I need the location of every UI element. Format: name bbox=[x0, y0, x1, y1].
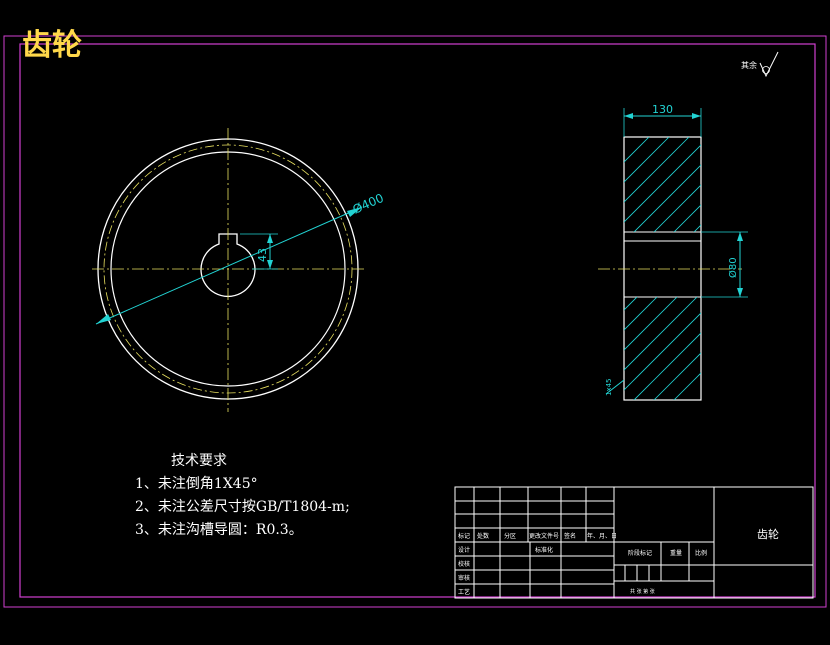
roughness-label: 其余 bbox=[741, 60, 757, 70]
tech-heading: 技术要求 bbox=[171, 453, 227, 469]
dim-arrow bbox=[624, 113, 633, 119]
hatch-top bbox=[624, 137, 701, 232]
dim-arrow bbox=[267, 260, 273, 269]
chamfer-leader bbox=[605, 379, 625, 395]
tb-process: 工艺 bbox=[458, 588, 470, 596]
dim-arrow bbox=[96, 314, 111, 324]
side-view bbox=[598, 108, 748, 401]
width-dim-label: 130 bbox=[652, 103, 673, 116]
tb-check: 校核 bbox=[458, 560, 470, 568]
dim-arrow bbox=[267, 234, 273, 243]
tb-scale: 比例 bbox=[695, 549, 707, 557]
tb-review: 审核 bbox=[458, 574, 470, 582]
key-dim-label: 43 bbox=[256, 248, 269, 262]
front-view bbox=[92, 128, 367, 412]
tech-item: 3、未注沟槽导圆：R0.3。 bbox=[135, 522, 303, 538]
diameter-dimension-line bbox=[95, 206, 363, 325]
tb-label: 分区 bbox=[504, 532, 516, 540]
tb-sheets: 共 张 第 张 bbox=[630, 588, 655, 595]
outer-frame bbox=[3, 35, 827, 608]
roughness-circle-icon bbox=[762, 66, 770, 74]
tb-weight: 重量 bbox=[670, 549, 682, 557]
tb-design: 设计 bbox=[458, 546, 470, 554]
tb-label: 更改文件号 bbox=[529, 532, 559, 540]
tb-label: 签名 bbox=[564, 532, 576, 540]
tb-stage-mark: 阶段标记 bbox=[628, 549, 652, 557]
chamfer-label: 1x45 bbox=[605, 378, 613, 396]
tb-standardize: 标准化 bbox=[535, 546, 553, 554]
tb-label: 年、月、日 bbox=[587, 532, 617, 540]
dim-arrow bbox=[737, 232, 743, 241]
outer-diameter-label: Ø400 bbox=[351, 191, 386, 217]
inner-frame bbox=[19, 43, 816, 598]
dim-arrow bbox=[347, 207, 362, 217]
hatch-bottom bbox=[624, 297, 701, 400]
tech-item: 2、未注公差尺寸按GB/T1804-m; bbox=[135, 499, 350, 515]
dim-arrow bbox=[737, 288, 743, 297]
bore-keyway bbox=[200, 233, 256, 298]
tech-item: 1、未注倒角1X45° bbox=[135, 476, 258, 492]
bore-dim-label: Ø80 bbox=[727, 257, 739, 278]
title-block bbox=[454, 486, 814, 599]
dim-arrow bbox=[692, 113, 701, 119]
technical-requirements: 技术要求 1、未注倒角1X45° 2、未注公差尺寸按GB/T1804-m; 3、… bbox=[135, 450, 350, 542]
roughness-symbol-icon bbox=[759, 51, 779, 78]
part-name: 齿轮 bbox=[757, 527, 779, 541]
drawing-title: 齿轮 bbox=[22, 28, 82, 63]
gear-section-outline bbox=[623, 136, 702, 401]
tb-label: 处数 bbox=[477, 532, 489, 540]
tb-label: 标记 bbox=[458, 532, 470, 540]
